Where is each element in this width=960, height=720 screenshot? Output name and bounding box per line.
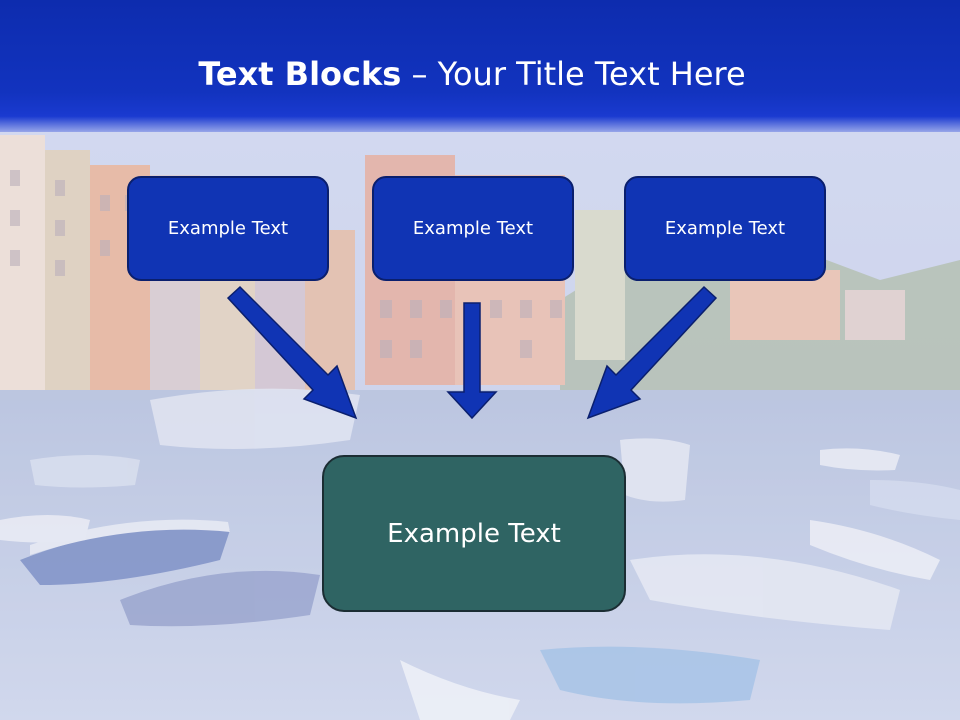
- title-dash: –: [401, 55, 438, 93]
- top-text-block-1[interactable]: Example Text: [127, 176, 329, 281]
- title-bold-part: Text Blocks: [198, 55, 402, 93]
- top-text-block-3[interactable]: Example Text: [624, 176, 826, 281]
- top-text-block-1-label: Example Text: [167, 218, 289, 239]
- slide-title[interactable]: Text Blocks – Your Title Text Here: [0, 52, 944, 96]
- top-text-block-3-label: Example Text: [664, 218, 786, 239]
- title-rest: Your Title Text Here: [437, 55, 746, 93]
- bottom-text-block-label: Example Text: [387, 518, 561, 549]
- top-text-block-2-label: Example Text: [412, 218, 534, 239]
- title-bar: Text Blocks – Your Title Text Here: [0, 0, 960, 132]
- bottom-text-block[interactable]: Example Text: [322, 455, 626, 612]
- top-text-block-2[interactable]: Example Text: [372, 176, 574, 281]
